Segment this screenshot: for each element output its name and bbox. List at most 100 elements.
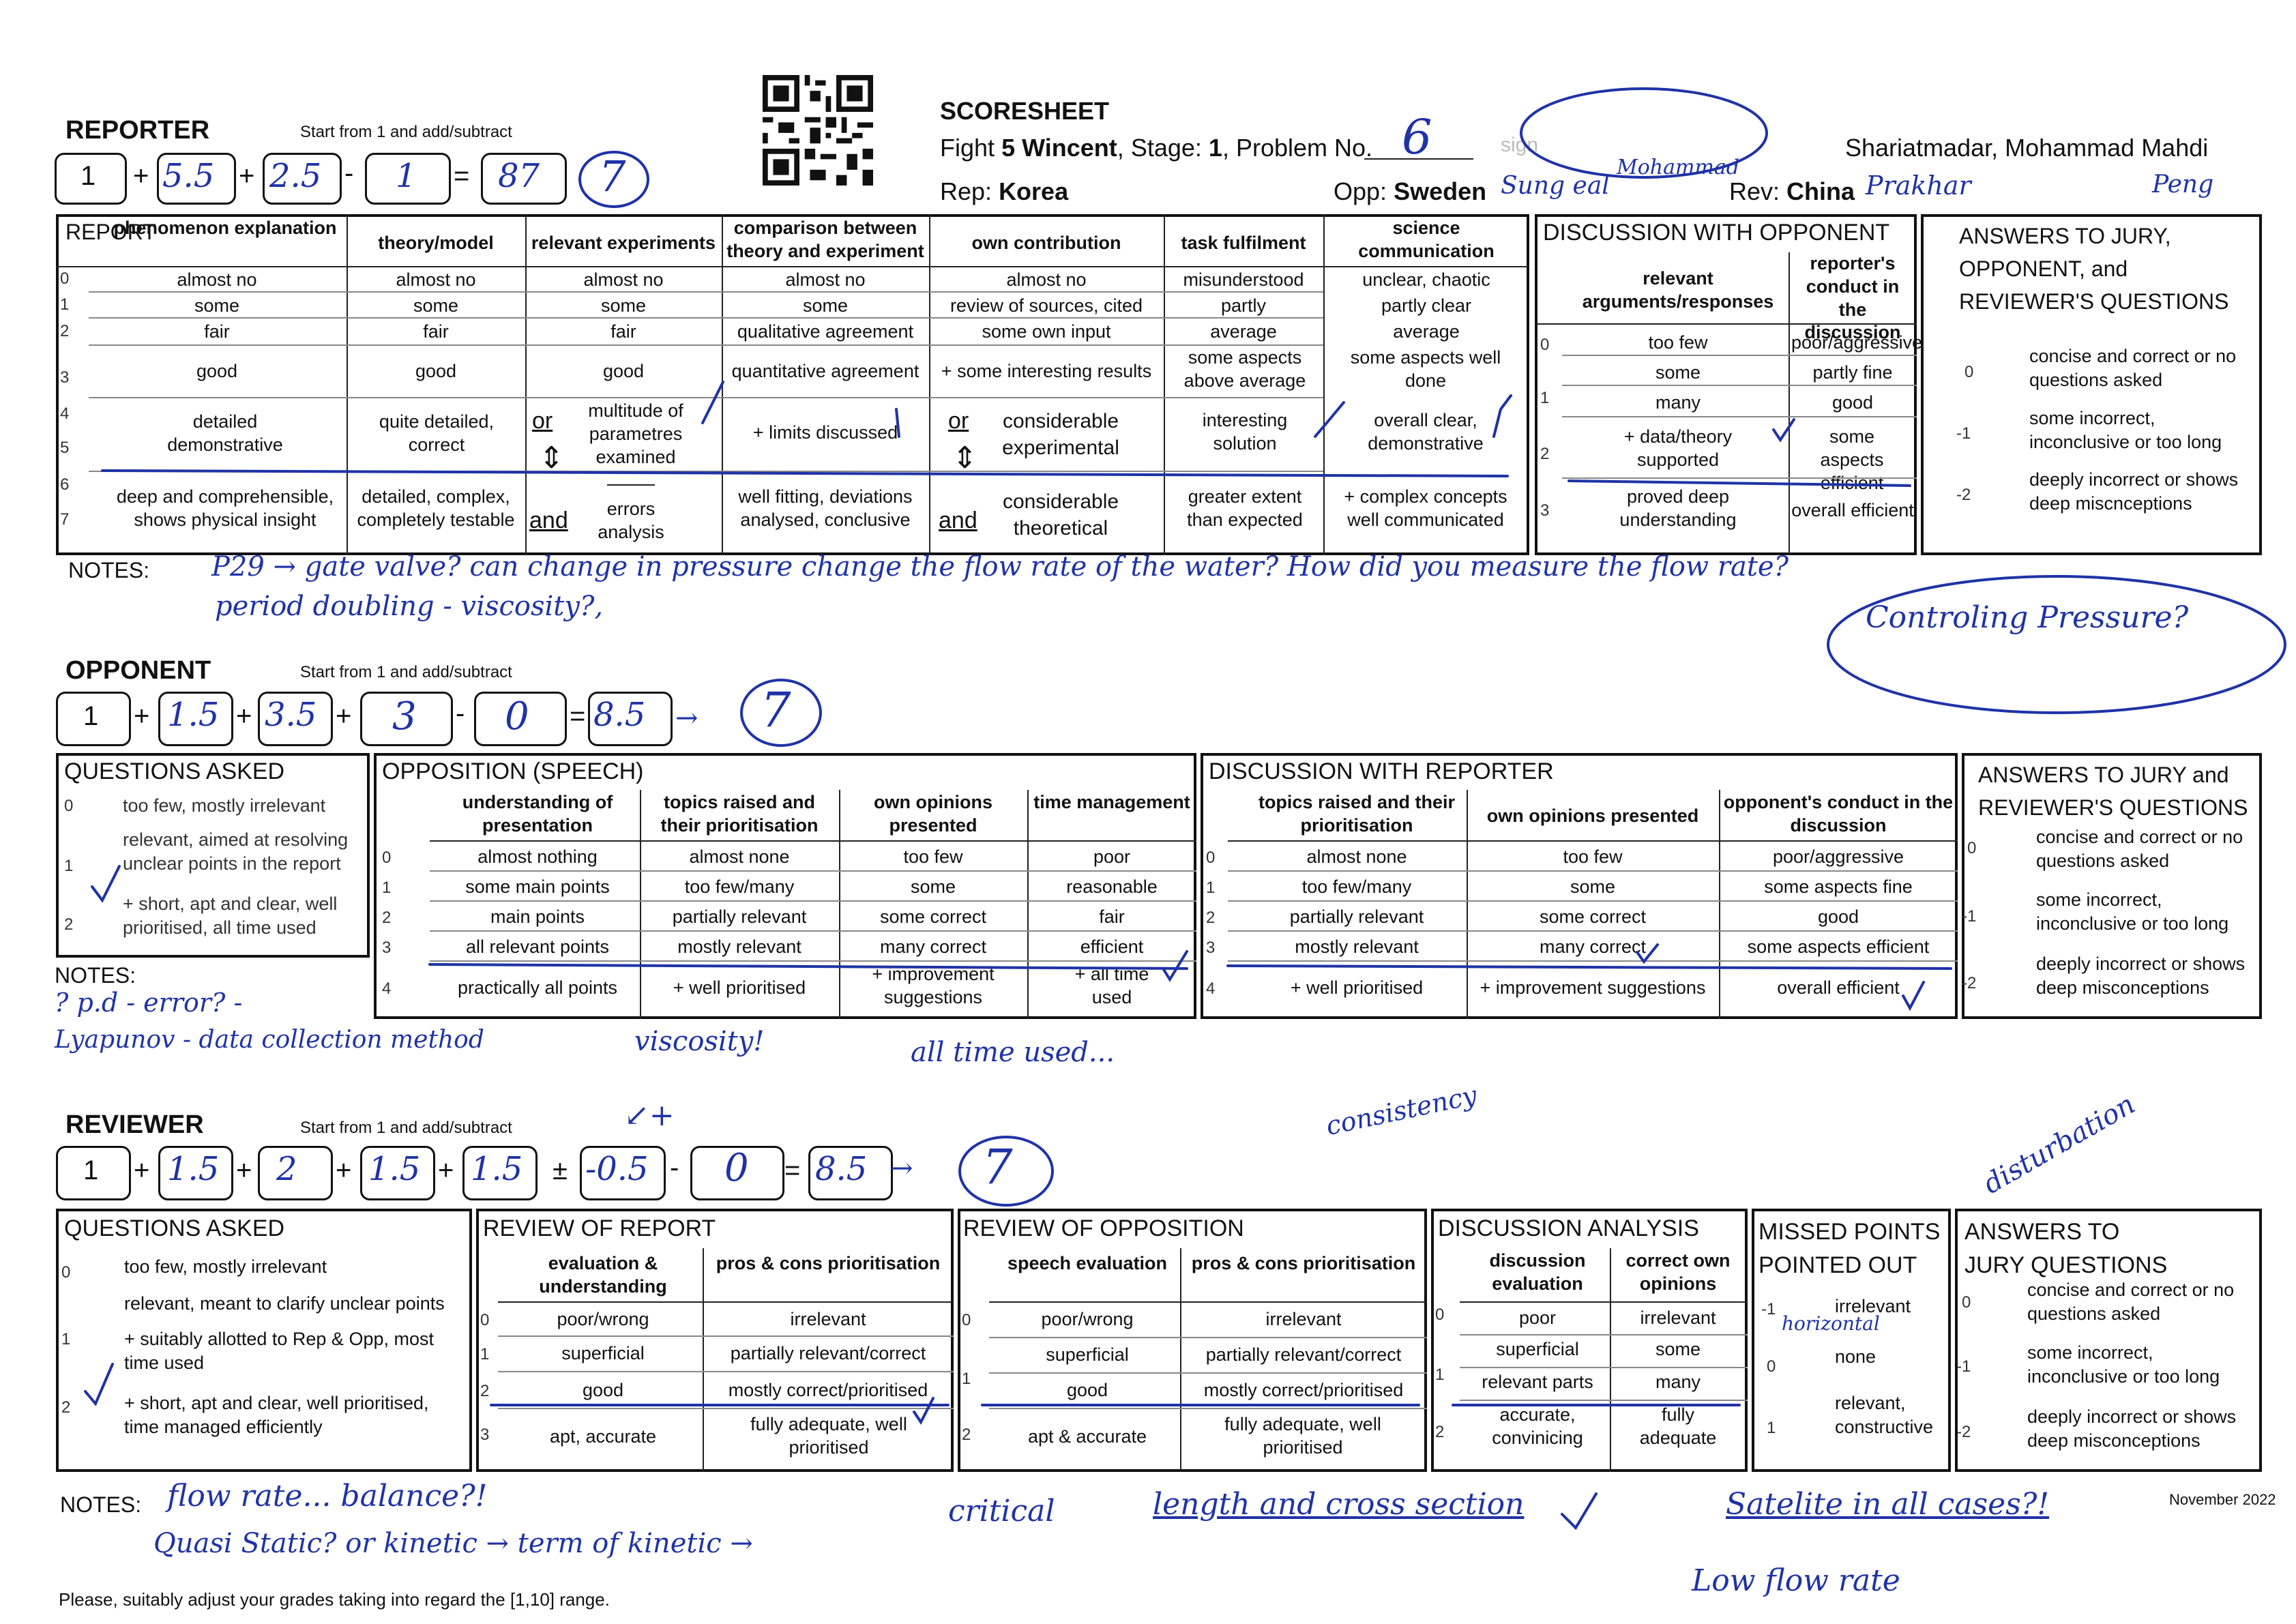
opponent-score-box-4[interactable]	[360, 692, 453, 746]
missed-points-panel	[1752, 1209, 1951, 1472]
opponent-note-3: viscosity!	[634, 1026, 765, 1057]
reporter-note-2: period doubling - viscosity?,	[215, 591, 604, 622]
check-mark-icon	[84, 1363, 114, 1406]
reporter-discussion-line	[1568, 479, 1911, 487]
opponent-note-4: all time used...	[911, 1037, 1115, 1068]
check-mark-icon	[1636, 943, 1659, 964]
col-experiments: relevant experiments	[531, 233, 716, 253]
reviewer-arrow-icon: →	[890, 1153, 913, 1184]
col-science-communication: science communication	[1358, 218, 1495, 261]
reviewer-final-circle	[958, 1136, 1054, 1207]
problem-underline	[1364, 158, 1473, 160]
check-mark-icon	[895, 408, 900, 438]
reviewer-note-6: Low flow rate	[1692, 1563, 1900, 1598]
hand-extra-name: Peng	[2152, 171, 2214, 198]
opponent-questions-panel	[56, 753, 370, 958]
report-corner-label: REPORT	[65, 220, 156, 244]
opponent-speech-panel	[374, 753, 1196, 1019]
reviewer-note-2: Quasi Static? or kinetic → term of kinet…	[153, 1528, 753, 1559]
col-own-contribution: own contribution	[971, 233, 1121, 253]
or-label-1: or	[532, 408, 553, 434]
check-mark-icon	[1162, 950, 1188, 982]
opponent-arrow-icon: →	[675, 703, 698, 734]
reporter-score-total[interactable]	[481, 153, 567, 205]
reviewer-note-4: length and cross section	[1153, 1487, 1525, 1522]
fight-line: Fight 5 Wincent, Stage: 1, Problem No.	[940, 134, 1373, 162]
opponent-score-total[interactable]	[588, 692, 673, 746]
double-arrow-icon-1: ⇕	[539, 441, 564, 475]
opponent-score-line	[428, 963, 1188, 970]
reviewer-note-horizontal: horizontal	[1782, 1312, 1880, 1335]
reporter-hint: Start from 1 and add/subtract	[300, 123, 512, 141]
hand-opp-name: Sung eal	[1501, 172, 1610, 200]
review-of-report-panel	[476, 1209, 954, 1472]
reporter-report-panel	[56, 214, 1529, 555]
discussion-analysis-panel	[1431, 1209, 1748, 1472]
reviewer-score-box-5[interactable]	[462, 1146, 538, 1200]
check-mark-icon	[1492, 394, 1512, 438]
reporter-note-ellipse	[1827, 575, 2286, 714]
reviewer-note-5: Satelite in all cases?!	[1726, 1487, 2050, 1522]
juror-name: Shariatmadar, Mohammad Mahdi	[1845, 134, 2209, 162]
footer-instructions: Please, suitably adjust your grades taki…	[59, 1589, 610, 1610]
rep-line: Rep: Korea	[940, 177, 1069, 205]
review-of-opposition-panel	[958, 1209, 1427, 1472]
reviewer-hint: Start from 1 and add/subtract	[300, 1119, 512, 1137]
reviewer-score-box-3[interactable]	[258, 1146, 333, 1200]
reviewer-score-total[interactable]	[808, 1146, 893, 1200]
reviewer-score-start	[56, 1146, 131, 1200]
opponent-title: OPPONENT	[65, 656, 211, 685]
opponent-answers-panel	[1962, 753, 2262, 1019]
opponent-discussion-line	[1226, 964, 1952, 970]
reporter-note-1: P29 → gate valve? can change in pressure…	[211, 551, 1789, 582]
reporter-score-line	[101, 469, 1509, 477]
check-mark-icon	[701, 381, 724, 424]
scoresheet-title: SCORESHEET	[940, 97, 1110, 125]
col-comparison: comparison between theory and experiment	[726, 218, 924, 261]
reporter-score-box-2[interactable]	[157, 153, 236, 205]
reviewer-score-box-4[interactable]	[360, 1146, 435, 1200]
footer-date: November 2022	[2169, 1491, 2276, 1508]
opponent-note-2: Lyapunov - data collection method	[55, 1026, 484, 1054]
opponent-final-score: 7	[761, 682, 791, 738]
reviewer-score-box-6[interactable]	[580, 1146, 666, 1200]
reviewer-note-1: flow rate... balance?!	[167, 1479, 488, 1514]
opponent-score-box-3[interactable]	[258, 692, 333, 746]
reporter-answers-panel	[1921, 214, 2262, 555]
col-theory: theory/model	[378, 233, 494, 253]
opponent-note-1: ? p.d - error? -	[55, 988, 243, 1018]
col-phenomenon: phenomenon explanation	[113, 218, 337, 238]
reviewer-final-score: 7	[982, 1139, 1013, 1195]
or-label-2: or	[948, 408, 969, 434]
qr-code	[763, 75, 873, 186]
reporter-title: REPORTER	[65, 116, 210, 145]
reporter-note-3: Controling Pressure?	[1866, 600, 2189, 635]
reporter-score-box-4[interactable]	[365, 153, 451, 205]
col-task-fulfilment: task fulfilment	[1181, 233, 1306, 253]
reviewer-plus-minus-hand: ↙+	[624, 1098, 675, 1133]
check-mark-icon	[1314, 401, 1345, 438]
opp-line: Opp: Sweden	[1334, 177, 1487, 205]
opponent-score-box-2[interactable]	[158, 692, 233, 746]
and-label-2: and	[939, 507, 977, 533]
opponent-discussion-panel	[1201, 753, 1958, 1019]
reviewer-title: REVIEWER	[65, 1110, 204, 1139]
reviewer-score-box-2[interactable]	[158, 1146, 233, 1200]
reviewer-note-3: critical	[948, 1494, 1055, 1529]
opponent-score-start	[56, 692, 131, 746]
hand-rev-name: Prakhar	[1866, 171, 1971, 201]
opponent-score-box-5[interactable]	[474, 692, 567, 746]
opponent-hint: Start from 1 and add/subtract	[300, 663, 512, 681]
reporter-score-box-3[interactable]	[263, 153, 342, 205]
reviewer-score-box-7[interactable]	[690, 1146, 784, 1200]
check-mark-icon	[1902, 981, 1925, 1012]
problem-number-hand: 6	[1402, 109, 1432, 165]
check-mark-icon	[913, 1397, 934, 1425]
reviewer-questions-panel	[56, 1209, 472, 1472]
double-arrow-icon-2: ⇕	[952, 441, 977, 475]
rev-line: Rev: China	[1729, 177, 1855, 205]
reporter-final-score: 7	[599, 151, 626, 201]
reporter-final-circle	[578, 151, 649, 208]
reviewer-answers-panel	[1955, 1209, 2262, 1472]
